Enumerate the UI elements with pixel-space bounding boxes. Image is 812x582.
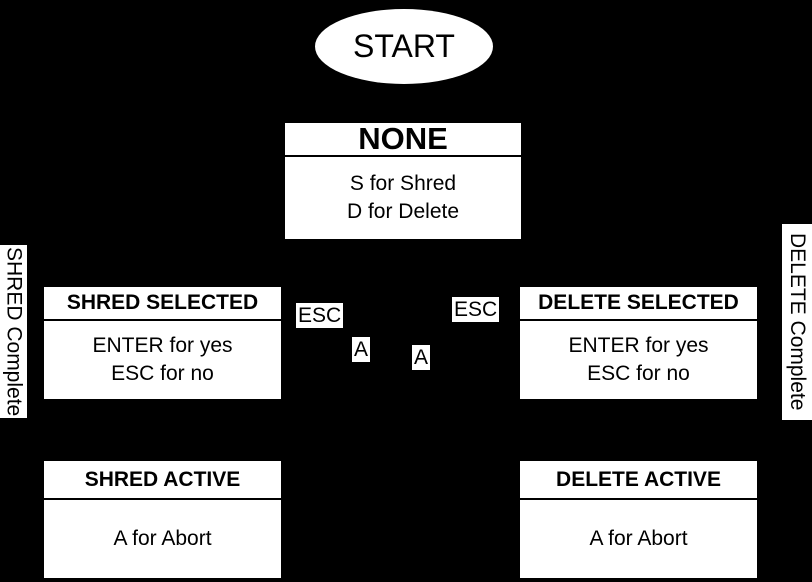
edge-label-a-right: A xyxy=(412,345,431,370)
state-body-line: ESC for no xyxy=(111,362,214,385)
start-label: START xyxy=(353,28,455,64)
state-node-shred-active: SHRED ACTIVE A for Abort xyxy=(44,461,281,578)
state-body-shred-selected: ENTER for yes ESC for no xyxy=(44,321,281,399)
edge-label-a-left: A xyxy=(352,337,371,362)
state-node-delete-active: DELETE ACTIVE A for Abort xyxy=(520,461,757,578)
state-body-line: S for Shred xyxy=(349,172,457,195)
edge-label-esc-right: ESC xyxy=(452,297,500,322)
start-node: START xyxy=(315,9,493,84)
state-node-delete-selected: DELETE SELECTED ENTER for yes ESC for no xyxy=(520,287,757,399)
state-body-line: ENTER for yes xyxy=(568,334,709,357)
state-body-line: A for Abort xyxy=(589,527,688,550)
state-title-shred-selected: SHRED SELECTED xyxy=(44,287,281,321)
state-body-line: ENTER for yes xyxy=(92,334,233,357)
state-body-delete-selected: ENTER for yes ESC for no xyxy=(520,321,757,399)
state-body-line: D for Delete xyxy=(346,200,460,223)
state-node-none: NONE S for Shred D for Delete xyxy=(285,121,521,239)
state-title-delete-selected: DELETE SELECTED xyxy=(520,287,757,321)
state-node-shred-selected: SHRED SELECTED ENTER for yes ESC for no xyxy=(44,287,281,399)
edge-label-shred-complete: SHRED Complete xyxy=(0,245,27,418)
state-title-shred-active: SHRED ACTIVE xyxy=(44,461,281,500)
edge-label-delete-complete: DELETE Complete xyxy=(782,224,812,420)
state-title-none: NONE xyxy=(285,121,521,157)
state-title-delete-active: DELETE ACTIVE xyxy=(520,461,757,500)
state-body-none: S for Shred D for Delete xyxy=(285,157,521,239)
state-body-line: A for Abort xyxy=(113,527,212,550)
state-body-line: ESC for no xyxy=(587,362,690,385)
state-body-delete-active: A for Abort xyxy=(520,500,757,578)
state-body-shred-active: A for Abort xyxy=(44,500,281,578)
edge-label-esc-left: ESC xyxy=(296,303,344,328)
